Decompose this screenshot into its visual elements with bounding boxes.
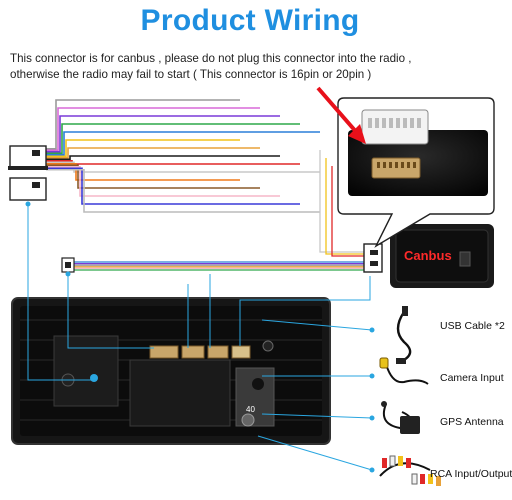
harness-wire xyxy=(46,131,320,156)
harness-wire xyxy=(46,165,280,197)
harness-wire xyxy=(46,164,260,189)
iso-connector xyxy=(8,145,48,201)
page-title: Product Wiring xyxy=(140,4,360,37)
usb-cable-icon xyxy=(396,306,412,364)
canbus-box-label: Canbus xyxy=(404,248,452,263)
rca-cable-icon xyxy=(379,455,441,486)
harness-wire xyxy=(46,123,300,155)
accessory-label-gps: GPS Antenna xyxy=(440,416,504,428)
harness-wire xyxy=(46,155,280,161)
canbus-connector-callout xyxy=(337,97,495,248)
wire-harness xyxy=(46,99,364,271)
canbus-wire xyxy=(331,166,364,257)
harness-wire xyxy=(46,115,280,153)
canbus-wire xyxy=(319,150,364,253)
radio-mark-label: 40 xyxy=(246,405,255,414)
canbus-warning-line-2: otherwise the radio may fail to start ( … xyxy=(10,68,372,81)
wiring-diagram: 40 xyxy=(8,86,495,486)
warning-arrow xyxy=(316,86,366,144)
camera-cable-icon xyxy=(379,357,429,385)
gps-antenna-icon xyxy=(381,401,420,434)
harness-wire xyxy=(46,162,240,181)
canbus-plug-connector xyxy=(363,243,383,273)
accessory-label-usb: USB Cable *2 xyxy=(440,320,505,332)
harness-wire xyxy=(46,99,240,150)
harness-wire xyxy=(46,167,300,205)
harness-wire xyxy=(46,159,300,165)
radio-head-unit xyxy=(11,297,331,445)
canbus-box xyxy=(390,224,494,288)
harness-wire xyxy=(46,147,260,159)
accessory-label-camera: Camera Input xyxy=(440,372,504,384)
pointer-lines xyxy=(27,204,373,471)
accessory-label-rca: RCA Input/Output xyxy=(430,468,512,480)
canbus-wire xyxy=(325,158,364,255)
harness-wire xyxy=(46,168,320,213)
canbus-warning-line-1: This connector is for canbus , please do… xyxy=(10,52,412,65)
harness-wire xyxy=(46,107,260,152)
small-plug-connector xyxy=(61,257,75,273)
radio-connector-ports xyxy=(149,345,251,359)
harness-wire xyxy=(46,139,240,158)
